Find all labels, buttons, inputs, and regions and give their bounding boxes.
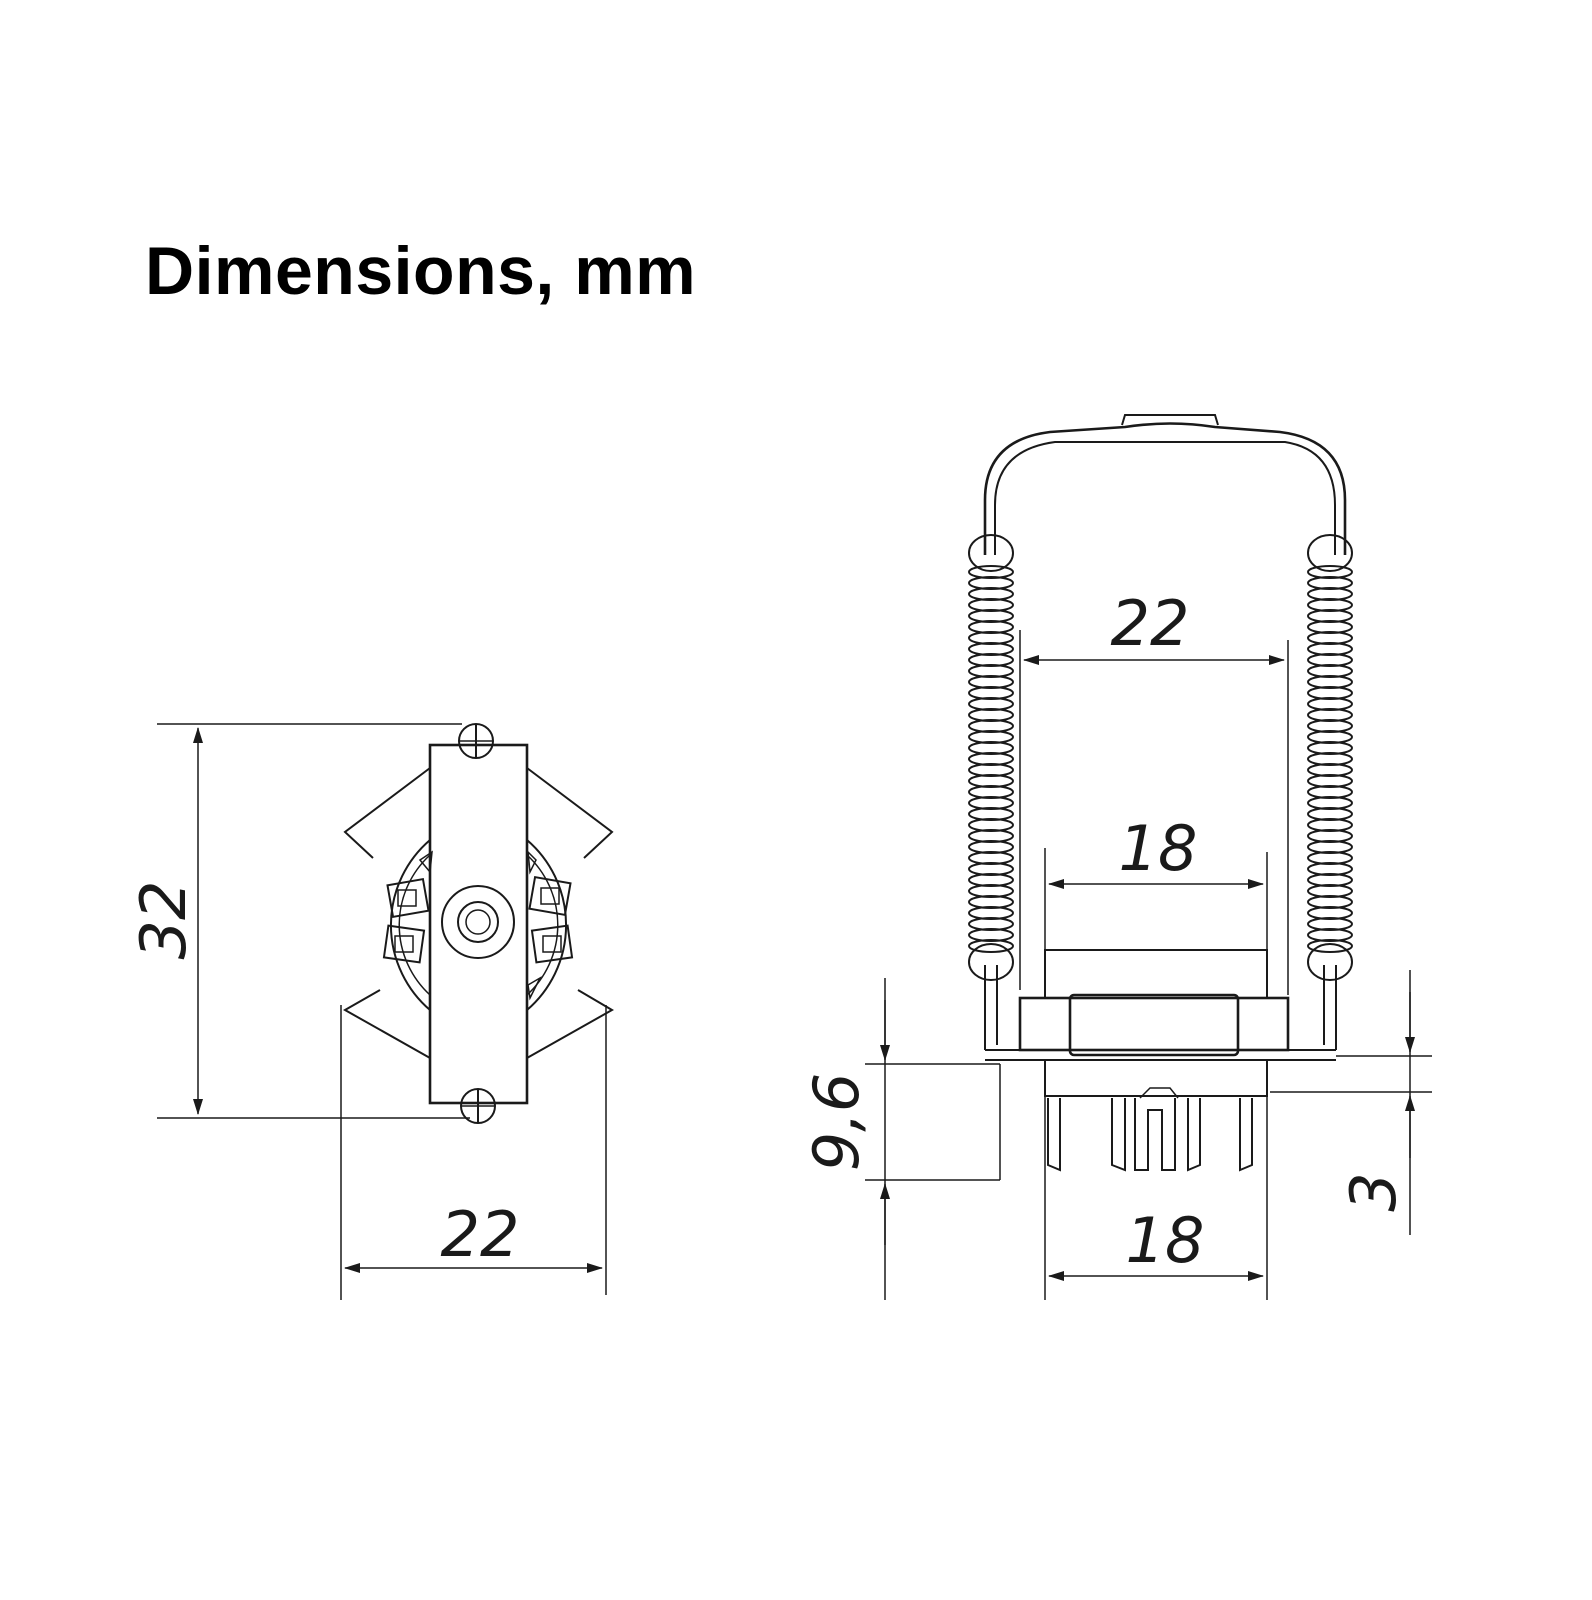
body-width-label: 18 [1119, 812, 1198, 885]
left-wing-upper [343, 767, 431, 859]
spring-coil [968, 939, 1014, 953]
handle-wire-icon [983, 422, 1347, 555]
height-dimension-label: 32 [127, 881, 200, 960]
center-hub [1068, 993, 1240, 1057]
left-wing-lower [342, 989, 431, 1059]
socket-base [1044, 1059, 1268, 1097]
right-wing-upper [526, 767, 614, 859]
width-dimension-label: 22 [441, 1198, 520, 1271]
contact-pins [382, 849, 574, 1001]
upper-body [1044, 949, 1268, 999]
pin-height-label: 9,6 [800, 1073, 873, 1172]
left-spring-icon [968, 534, 1014, 981]
center-screw-inner [457, 901, 499, 943]
right-spring-icon [1307, 534, 1353, 981]
right-wing-lower [526, 989, 615, 1059]
mounting-plate [1018, 996, 1290, 1052]
center-screw-outer [441, 885, 515, 959]
flange-label: 3 [1337, 1172, 1410, 1211]
spring-span-label: 22 [1111, 587, 1190, 660]
side-view: 22 18 18 9,6 3 [800, 414, 1432, 1300]
socket-pins [1047, 1087, 1253, 1172]
page-title: Dimensions, mm [145, 233, 697, 309]
base-width-label: 18 [1126, 1204, 1205, 1277]
top-view: 32 22 [127, 723, 615, 1300]
spring-coil [1307, 939, 1353, 953]
clamp-bar [428, 743, 529, 1105]
